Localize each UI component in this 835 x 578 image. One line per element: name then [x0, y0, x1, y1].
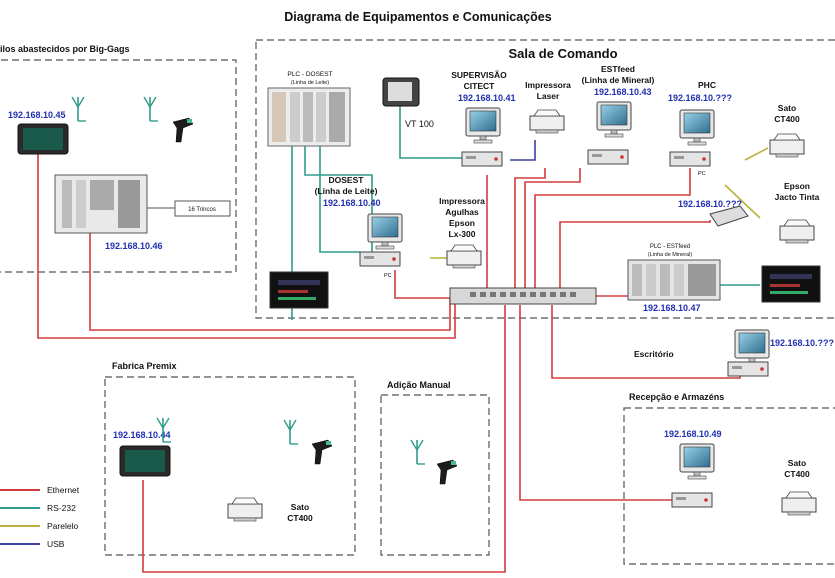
vt100-label: VT 100: [405, 119, 434, 129]
zone-big-gags-label: ilos abastecidos por Big-Gags: [0, 44, 130, 54]
ip-escritorio: 192.168.10.???: [770, 338, 834, 348]
phc-monitor-icon: [679, 109, 715, 146]
sato-printer-icon: [769, 133, 805, 158]
impressora-laser-label: Impressora: [525, 80, 571, 90]
ip-192-168-10-47: 192.168.10.47: [643, 303, 701, 313]
zone-adicao-label: Adição Manual: [387, 380, 451, 390]
agulhas-label-2: Agulhas: [445, 207, 479, 217]
dot-matrix-printer-icon: [446, 244, 482, 269]
epson-jacto-label-2: Jacto Tinta: [775, 192, 820, 202]
escritorio-label: Escritório: [634, 349, 674, 359]
antenna-icon: [410, 439, 426, 465]
barcode-scanner-icon: [172, 117, 194, 143]
hmi-premix-icon: [119, 445, 171, 477]
ip-jacto: 192.168.10.???: [678, 199, 742, 209]
sato-label-2: CT400: [774, 114, 800, 124]
estfeed-monitor-icon: [596, 101, 632, 138]
laser-printer-icon: [529, 109, 565, 134]
plc-estfeed-label: PLC - ESTfeed: [650, 244, 690, 250]
escritorio-pc-icon: [727, 361, 769, 377]
escritorio-monitor-icon: [734, 329, 770, 366]
estfeed-pc-icon: [587, 149, 629, 165]
recepcao-monitor-icon: [679, 443, 715, 480]
ip-192-168-10-43: 192.168.10.43: [594, 87, 652, 97]
operator-panel-estfeed: [761, 265, 821, 303]
legend-label-paralelo: Parelelo: [47, 521, 78, 531]
supervisao-label-2: CITECT: [464, 81, 496, 91]
legend-label-rs232: RS-232: [47, 503, 76, 513]
estfeed-label: ESTfeed: [601, 64, 635, 74]
epson-jacto-label: Epson: [784, 181, 810, 191]
trincos-box: [174, 200, 231, 217]
epson-inkjet-printer-icon: [779, 219, 815, 244]
usb-links: [510, 140, 536, 161]
trincos-label: 16 Trincos: [188, 207, 216, 213]
plc-dosest-sublabel: (Linha de Leite): [291, 80, 329, 86]
zone-sala-comando-label: Sala de Comando: [508, 46, 617, 61]
zone-big-gags: [0, 59, 237, 273]
plc-bigbags-rack: [54, 174, 148, 234]
antenna-icon: [283, 419, 299, 445]
sato-rec-printer-icon: [781, 491, 817, 516]
zone-sala-comando: [255, 39, 835, 319]
agulhas-label-3: Epson: [449, 218, 475, 228]
phc-pc-icon: [669, 151, 711, 167]
plc-dosest-label: PLC - DOSEST: [287, 71, 332, 78]
ethernet-switch: [449, 287, 597, 305]
phc-pc-label: PC: [698, 171, 706, 177]
operator-panel-dosest: [269, 271, 329, 309]
zone-premix-label: Fabrica Premix: [112, 361, 177, 371]
antenna-icon: [71, 96, 87, 122]
antenna-icon: [143, 96, 159, 122]
zone-recepcao: [623, 407, 835, 565]
agulhas-label-1: Impressora: [439, 196, 485, 206]
legend-label-ethernet: Ethernet: [47, 485, 80, 495]
diagram-title: Diagrama de Equipamentos e Comunicações: [284, 10, 551, 24]
ip-192-168-10-40: 192.168.10.40: [323, 198, 381, 208]
supervisao-label: SUPERVISÃO: [451, 70, 507, 80]
recepcao-pc-icon: [671, 492, 713, 508]
supervisao-pc-icon: [461, 151, 503, 167]
plc-dosest-rack: [267, 87, 351, 147]
sato-rec-label-2: CT400: [784, 469, 810, 479]
ethernet-links: [37, 140, 741, 573]
plc-estfeed-sublabel: (Linha de Mineral): [648, 252, 692, 258]
agulhas-label-4: Lx-300: [449, 229, 476, 239]
sato-premix-label-2: CT400: [287, 513, 313, 523]
dosest-monitor-icon: [367, 213, 403, 250]
legend-label-usb: USB: [47, 539, 65, 549]
ip-192-168-10-44: 192.168.10.44: [113, 430, 171, 440]
impressora-laser-label-2: Laser: [537, 91, 560, 101]
ip-phc: 192.168.10.???: [668, 93, 732, 103]
ip-192-168-10-45: 192.168.10.45: [8, 110, 66, 120]
epson-router-icon: [709, 205, 749, 227]
sato-rec-label: Sato: [788, 458, 806, 468]
barcode-scanner-icon: [311, 439, 333, 465]
sato-premix-printer-icon: [227, 497, 263, 522]
legend: Ethernet RS-232 Parelelo USB: [0, 485, 80, 549]
zone-adicao-manual: [380, 394, 490, 556]
estfeed-label-2: (Linha de Mineral): [582, 75, 655, 85]
dosest-pc-label: PC: [384, 273, 392, 279]
dosest-pc-icon: [359, 251, 401, 267]
zone-premix: [104, 376, 356, 556]
ip-192-168-10-49: 192.168.10.49: [664, 429, 722, 439]
sato-label: Sato: [778, 103, 796, 113]
phc-label: PHC: [698, 80, 716, 90]
ip-192-168-10-41: 192.168.10.41: [458, 93, 516, 103]
hmi-bigbags-icon: [17, 123, 69, 155]
zone-recepcao-label: Recepção e Armazéns: [629, 392, 724, 402]
dosest-label: DOSEST: [329, 175, 365, 185]
vt100-terminal-icon: [382, 77, 420, 107]
plc-estfeed-rack: [627, 259, 721, 301]
supervisao-monitor-icon: [465, 107, 501, 144]
sato-premix-label: Sato: [291, 502, 309, 512]
dosest-label-2: (Linha de Leite): [315, 186, 378, 196]
ip-192-168-10-46: 192.168.10.46: [105, 241, 163, 251]
barcode-scanner-icon: [436, 459, 458, 485]
